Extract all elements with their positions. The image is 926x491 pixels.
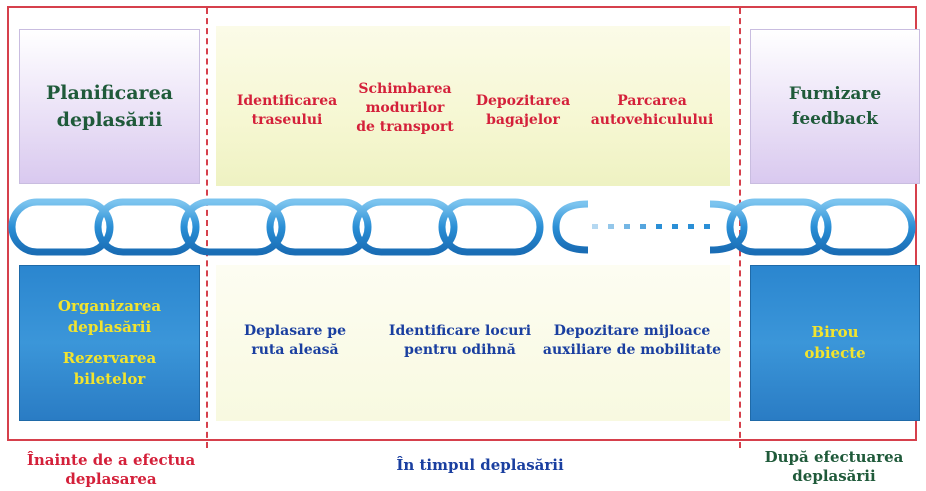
route-travel: Deplasare pe ruta aleasă bbox=[243, 323, 347, 358]
planning-box: Planificarea deplasării bbox=[19, 29, 200, 184]
organization-box: Organizarea deplasării Rezervarea bilete… bbox=[19, 265, 200, 421]
vehicle-parking: Parcarea autovehiculului bbox=[590, 93, 714, 128]
diagram-frame bbox=[7, 6, 917, 441]
organization-item: Organizarea deplasării bbox=[57, 297, 162, 336]
route-identification: Identificarea traseului bbox=[236, 93, 338, 128]
divider-left bbox=[206, 8, 208, 448]
divider-right bbox=[739, 8, 741, 448]
chain-links-graphic bbox=[8, 198, 916, 256]
during-top-box bbox=[216, 26, 730, 186]
mobility-aid-storage: Depozitare mijloace auxiliare de mobilit… bbox=[542, 323, 722, 358]
lost-objects-box: Birou obiecte bbox=[750, 265, 920, 421]
booking-item: Rezervarea biletelor bbox=[62, 349, 157, 388]
feedback-box: Furnizare feedback bbox=[750, 29, 920, 184]
during-phase-label: În timpul deplasării bbox=[396, 456, 564, 474]
before-phase-label: Înainte de a efectua deplasarea bbox=[26, 451, 196, 488]
transport-mode-change: Schimbarea modurilor de transport bbox=[356, 81, 454, 135]
after-phase-label: După efectuarea deplasării bbox=[764, 448, 904, 485]
rest-place-identification: Identificare locuri pentru odihnă bbox=[388, 323, 532, 358]
luggage-storage: Depozitarea bagajelor bbox=[475, 93, 571, 128]
during-bottom-box bbox=[216, 265, 730, 421]
